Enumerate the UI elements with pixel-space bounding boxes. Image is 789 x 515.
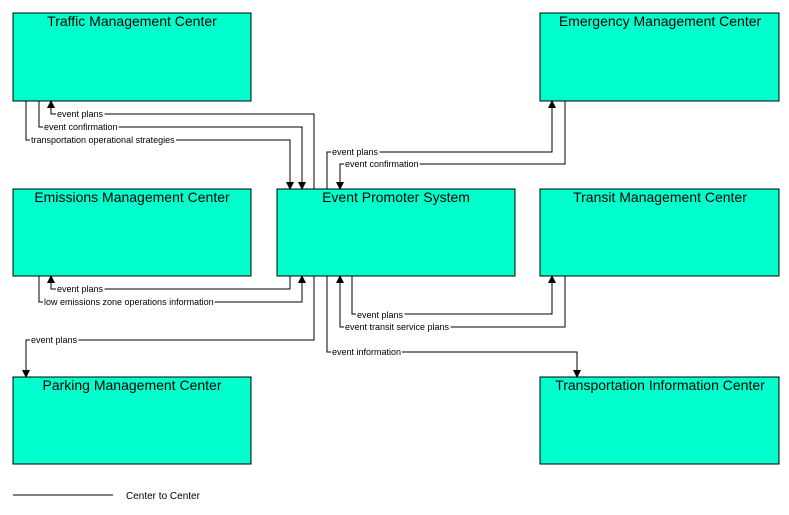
- node-title: Emissions Management Center: [34, 189, 230, 205]
- legend: Center to Center: [13, 491, 201, 502]
- node-emergency-management-center: Emergency Management Center: [539, 12, 780, 102]
- flow-label: event plans: [357, 310, 404, 320]
- node-title: Event Promoter System: [322, 189, 470, 205]
- node-transportation-information-center: Transportation Information Center: [539, 376, 780, 465]
- flow-label: event plans: [57, 109, 104, 119]
- flow-tmc-event-confirmation: event confirmation: [38, 101, 306, 190]
- flow-parking-event-plans: event plans: [22, 276, 315, 378]
- node-transit-management-center: Transit Management Center: [539, 188, 780, 277]
- flow-label: event transit service plans: [345, 322, 450, 332]
- node-traffic-management-center: Traffic Management Center: [12, 12, 252, 102]
- flow-emc-event-plans: event plans: [326, 100, 556, 189]
- flow-label-background: [30, 335, 79, 345]
- flow-label: event information: [332, 347, 401, 357]
- flow-label: transportation operational strategies: [31, 135, 175, 145]
- flow-label: event plans: [31, 335, 78, 345]
- node-title: Parking Management Center: [43, 377, 222, 393]
- node-parking-management-center: Parking Management Center: [12, 376, 252, 465]
- flow-label-background: [43, 297, 215, 307]
- node-title: Traffic Management Center: [47, 13, 217, 29]
- flow-tmc-event-plans: event plans: [47, 100, 315, 189]
- legend-label: Center to Center: [126, 491, 201, 502]
- flow-label-background: [56, 284, 105, 294]
- flow-label-background: [30, 135, 177, 145]
- flow-transit-service-plans: event transit service plans: [336, 275, 566, 332]
- flow-label: event plans: [332, 147, 379, 157]
- flow-label: event plans: [57, 284, 104, 294]
- flow-label: low emissions zone operations informatio…: [44, 297, 214, 307]
- node-event-promoter-system: Event Promoter System: [276, 188, 516, 277]
- flow-label-background: [56, 109, 105, 119]
- flow-transit-event-plans: event plans: [351, 275, 556, 320]
- flow-emc-event-confirmation: event confirmation: [336, 101, 566, 190]
- flow-label-background: [43, 122, 119, 132]
- flow-label: event confirmation: [44, 122, 118, 132]
- node-title: Transit Management Center: [573, 189, 747, 205]
- flow-emissions-zone-info: low emissions zone operations informatio…: [38, 275, 306, 307]
- node-emissions-management-center: Emissions Management Center: [12, 188, 252, 277]
- flow-label-background: [331, 147, 380, 157]
- node-title: Transportation Information Center: [555, 377, 765, 393]
- flow-label-background: [344, 322, 451, 332]
- flow-emissions-event-plans: event plans: [47, 275, 291, 294]
- flow-label-background: [356, 310, 405, 320]
- node-title: Emergency Management Center: [559, 13, 762, 29]
- flow-tic-event-information: event information: [326, 276, 581, 378]
- flow-label: event confirmation: [345, 159, 419, 169]
- flow-tmc-strategies: transportation operational strategies: [25, 101, 294, 190]
- flow-label-background: [331, 347, 403, 357]
- flow-label-background: [344, 159, 420, 169]
